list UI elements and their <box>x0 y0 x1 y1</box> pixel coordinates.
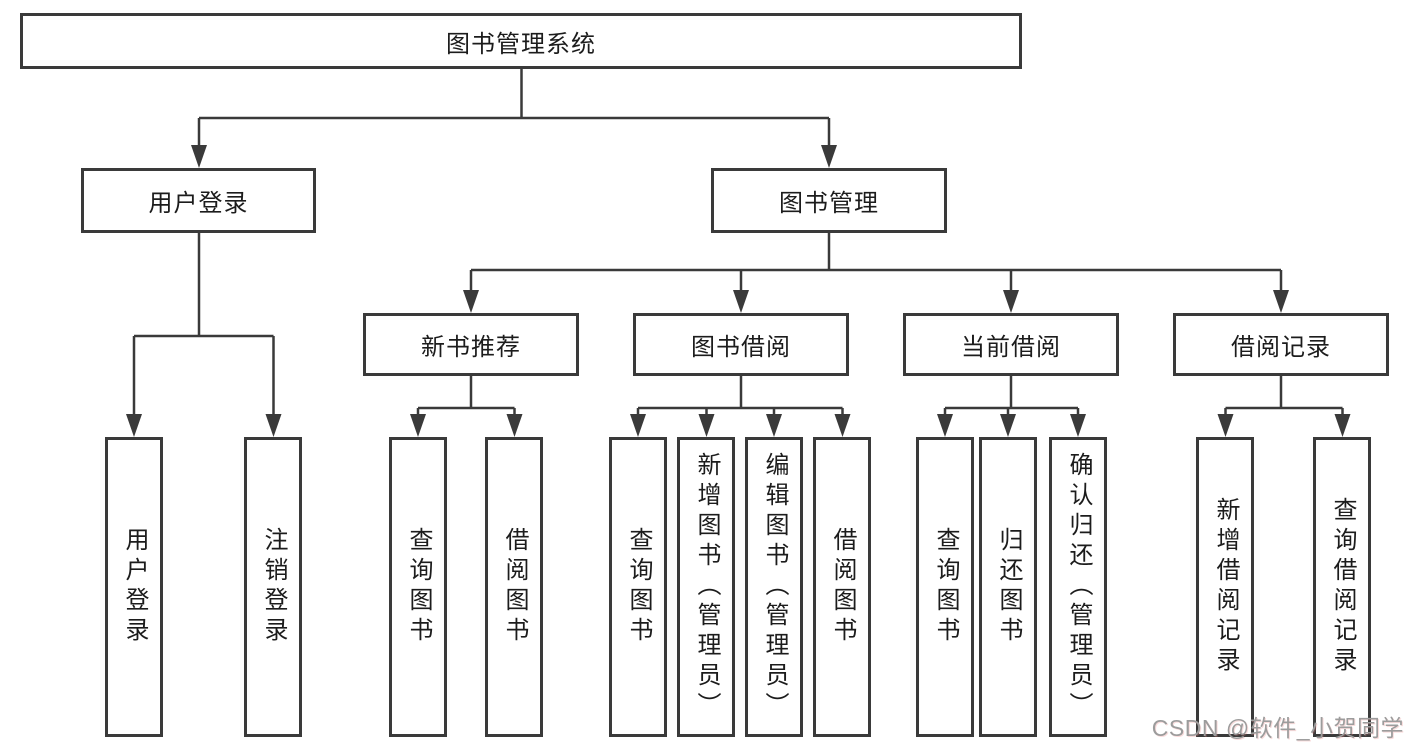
leaf-label: 查询图书 <box>625 527 652 647</box>
node-label: 借阅记录 <box>1231 334 1331 361</box>
leaf-label: 注销登录 <box>260 527 287 647</box>
leaf-query-books-recommend: 查询图书 <box>389 437 447 737</box>
node-user-login: 用户登录 <box>81 168 316 233</box>
leaf-borrow-books-recommend: 借阅图书 <box>485 437 543 737</box>
leaf-label: 借阅图书 <box>501 527 528 647</box>
leaf-label: 归还图书 <box>995 527 1022 647</box>
leaf-return-books: 归还图书 <box>979 437 1037 737</box>
leaf-query-books-current: 查询图书 <box>916 437 974 737</box>
leaf-label: 查询借阅记录 <box>1329 497 1356 677</box>
leaf-label: 新增图书（管理员） <box>693 452 720 722</box>
leaf-user-login: 用户登录 <box>105 437 163 737</box>
node-new-book-recommend: 新书推荐 <box>363 313 579 376</box>
leaf-query-books-borrow: 查询图书 <box>609 437 667 737</box>
node-book-borrow: 图书借阅 <box>633 313 849 376</box>
leaf-label: 查询图书 <box>932 527 959 647</box>
leaf-label: 确认归还（管理员） <box>1065 452 1092 722</box>
leaf-label: 借阅图书 <box>829 527 856 647</box>
node-label: 图书管理系统 <box>446 30 596 58</box>
leaf-add-borrow-record: 新增借阅记录 <box>1196 437 1254 737</box>
node-label: 图书管理 <box>779 190 879 217</box>
csdn-watermark: CSDN @软件_小贺同学 <box>1151 715 1404 741</box>
leaf-label: 新增借阅记录 <box>1212 497 1239 677</box>
leaf-query-borrow-record: 查询借阅记录 <box>1313 437 1371 737</box>
leaf-edit-books-admin: 编辑图书（管理员） <box>745 437 803 737</box>
leaf-logout: 注销登录 <box>244 437 302 737</box>
leaf-label: 用户登录 <box>121 527 148 647</box>
leaf-label: 查询图书 <box>405 527 432 647</box>
node-library-system: 图书管理系统 <box>20 13 1022 69</box>
leaf-confirm-return-admin: 确认归还（管理员） <box>1049 437 1107 737</box>
leaf-borrow-books: 借阅图书 <box>813 437 871 737</box>
node-label: 当前借阅 <box>961 334 1061 361</box>
leaf-add-books-admin: 新增图书（管理员） <box>677 437 735 737</box>
leaf-label: 编辑图书（管理员） <box>761 452 788 722</box>
node-label: 图书借阅 <box>691 334 791 361</box>
node-borrow-records: 借阅记录 <box>1173 313 1389 376</box>
node-label: 新书推荐 <box>421 334 521 361</box>
node-book-management: 图书管理 <box>711 168 947 233</box>
node-label: 用户登录 <box>148 190 249 217</box>
node-current-borrow: 当前借阅 <box>903 313 1119 376</box>
